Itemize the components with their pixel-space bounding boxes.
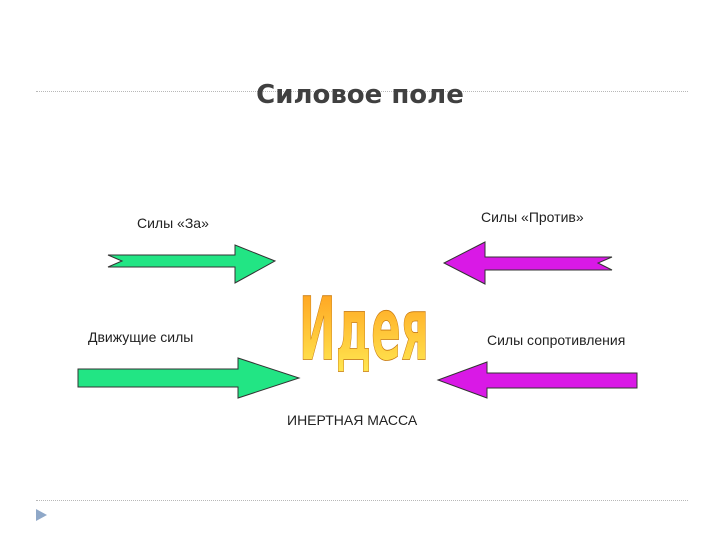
play-triangle-icon[interactable] [34,508,48,522]
slide-title: Силовое поле [256,80,464,110]
forces-for-arrow [107,244,277,284]
driving-forces-label: Движущие силы [88,329,194,345]
resisting-forces-arrow [436,361,638,399]
idea-word: Идея [299,279,429,380]
inert-mass-label: ИНЕРТНАЯ МАССА [287,412,418,428]
driving-forces-arrow [77,357,301,399]
forces-for-label: Силы «За» [137,215,209,231]
resisting-forces-label: Силы сопротивления [487,332,626,348]
forces-against-label: Силы «Против» [481,209,584,225]
top-divider [36,91,688,92]
forces-against-arrow [442,241,613,285]
bottom-divider [36,500,688,501]
